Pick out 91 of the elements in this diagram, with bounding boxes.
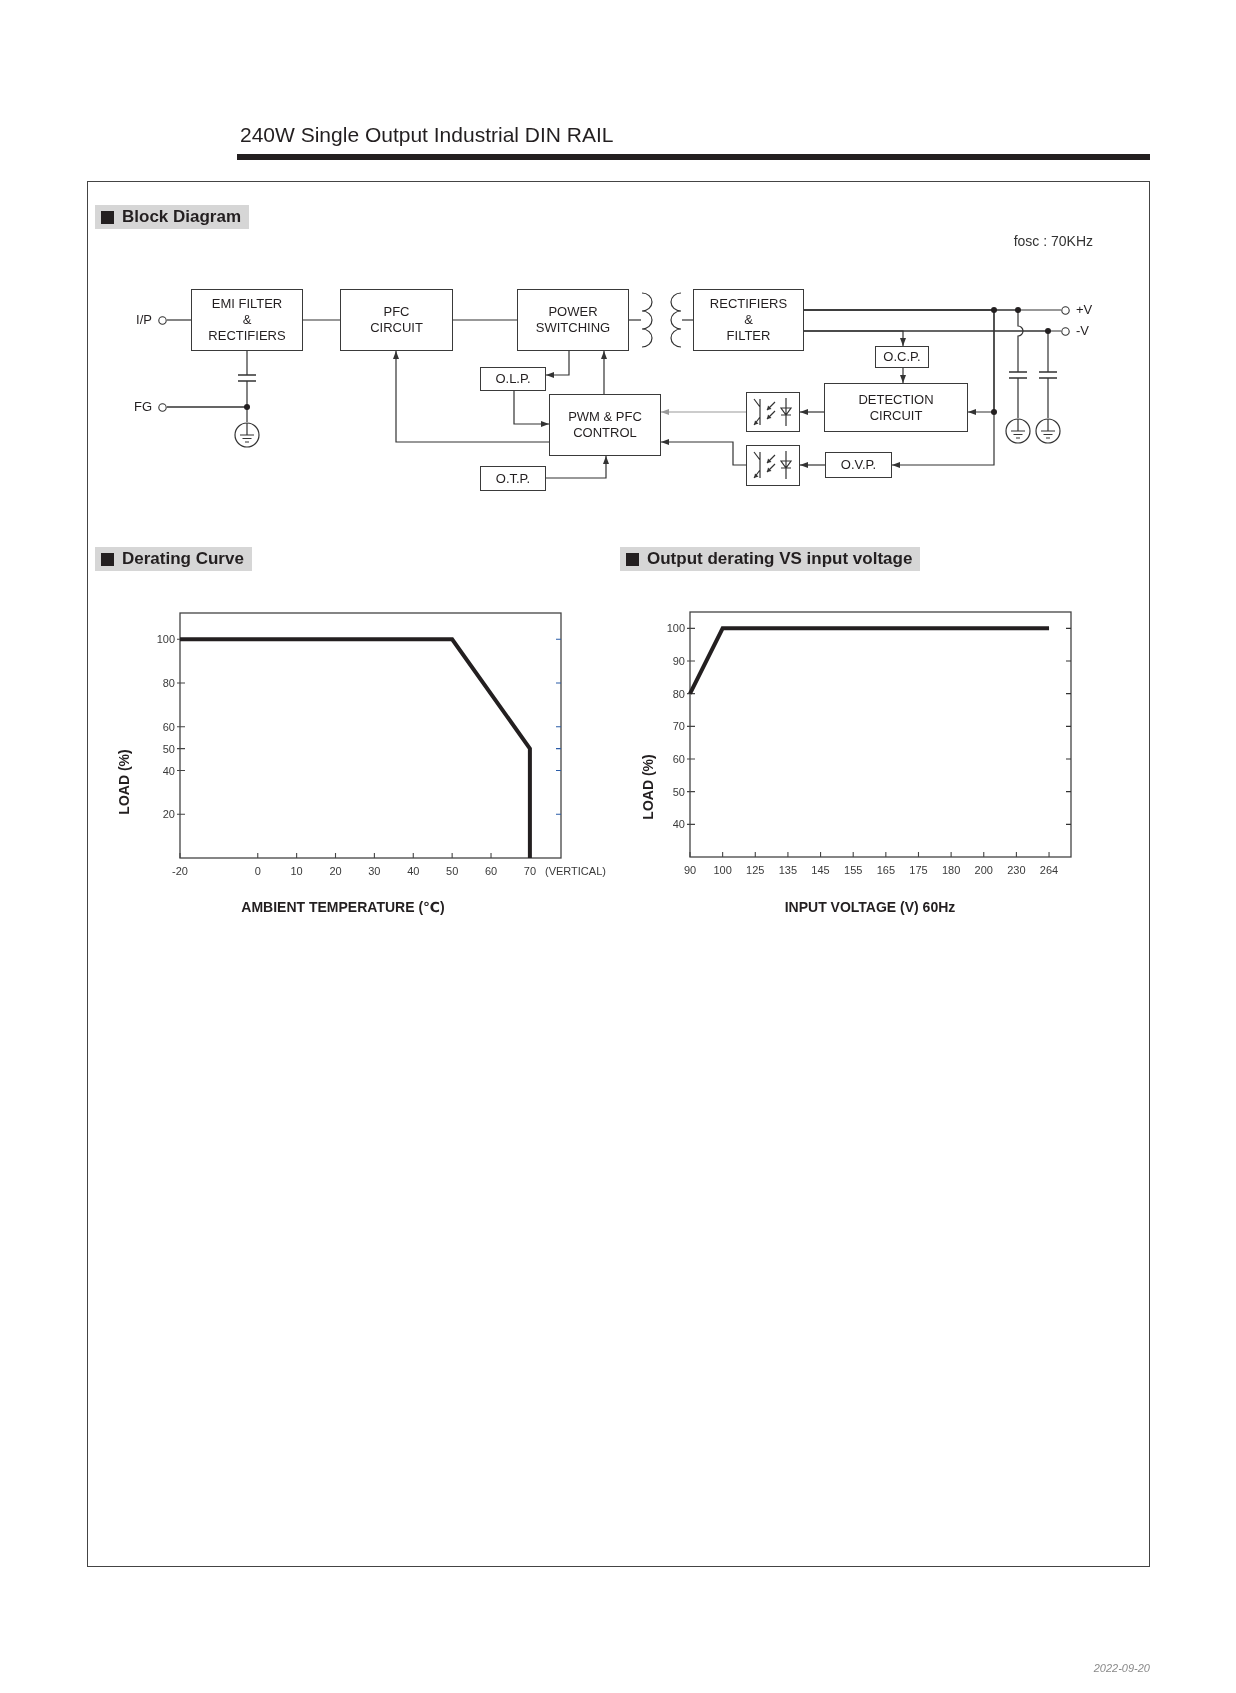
circuit-block [693, 289, 804, 351]
tick-label: 90 [672, 654, 685, 668]
tick-label: -20 [172, 864, 188, 878]
tick-label: 200 [974, 863, 993, 877]
arrow [799, 409, 825, 415]
tick-label: 60 [484, 864, 498, 878]
block-label: POWER SWITCHING [535, 304, 611, 336]
arrow [660, 439, 747, 466]
tick-label: 50 [446, 864, 459, 878]
tick-label: 100 [666, 621, 685, 636]
arrow [601, 350, 607, 395]
circuit-block [480, 466, 546, 491]
circuit-block [517, 289, 629, 351]
connector-line [803, 330, 1049, 419]
tick-label: 80 [672, 686, 685, 701]
arrow [545, 455, 609, 479]
arrow [900, 367, 906, 384]
circuit-block [549, 394, 661, 456]
tick-label: 180 [941, 863, 961, 877]
axis-title: AMBIENT TEMPERATURE (℃) [241, 899, 445, 915]
tick-label: 50 [672, 784, 685, 799]
connector-line [803, 309, 1024, 419]
footer-date: 2022-09-20 [1093, 1661, 1150, 1676]
ground-icon [234, 422, 260, 448]
tick-label: 70 [523, 864, 536, 878]
tick-label: 60 [162, 719, 175, 734]
arrow [660, 409, 747, 415]
block-label: O.V.P. [840, 457, 877, 473]
arrow [513, 390, 550, 427]
tick-label: 10 [290, 864, 303, 878]
axis-note: (VERTICAL) [545, 864, 606, 878]
connector-line [628, 319, 642, 321]
terminal-label: FG [133, 399, 152, 415]
tick-label: 60 [672, 752, 685, 766]
axis-title: LOAD (%) [640, 754, 656, 820]
block-label: O.L.P. [495, 371, 531, 387]
heading-text: Output derating VS input voltage [647, 548, 913, 570]
connector-line [166, 406, 248, 423]
transformer-icon [641, 291, 682, 349]
circuit-block [825, 452, 892, 478]
tick-label: 165 [876, 863, 895, 877]
circuit-block [340, 289, 453, 351]
terminal-label: -V [1076, 323, 1089, 339]
terminal-label: I/P [136, 312, 152, 328]
tick-label: 0 [254, 864, 261, 878]
tick-label: 20 [162, 807, 175, 822]
tick-label: 135 [778, 863, 798, 877]
heading-text: Derating Curve [122, 548, 244, 570]
tick-label: 90 [683, 863, 697, 877]
block-label: RECTIFIERS & FILTER [709, 296, 788, 344]
tick-label: 40 [407, 864, 420, 878]
tick-label: 20 [329, 864, 342, 878]
block-label: PWM & PFC CONTROL [568, 409, 642, 441]
tick-label: 230 [1007, 863, 1026, 877]
tick-label: 125 [746, 863, 765, 877]
arrow [393, 350, 550, 443]
axis-title: LOAD (%) [116, 749, 132, 815]
tick-label: 70 [672, 719, 685, 734]
arrow [799, 462, 826, 468]
connector-line [452, 319, 518, 321]
block-label: EMI FILTER & RECTIFIERS [208, 296, 286, 344]
terminal-label: +V [1076, 302, 1093, 318]
frequency-note: fosc : 70KHz [1013, 232, 1093, 250]
ground-icon [1035, 418, 1061, 444]
ground-icon [1005, 418, 1031, 444]
tick-label: 155 [844, 863, 863, 877]
tick-label: 175 [909, 863, 928, 877]
block-label: DETECTION CIRCUIT [858, 391, 934, 424]
block-label: PFC CIRCUIT [370, 304, 423, 336]
tick-label: 145 [811, 863, 830, 877]
circuit-block [824, 383, 968, 432]
tick-label: 40 [672, 817, 685, 832]
tick-label: 40 [162, 763, 175, 778]
tick-label: 30 [368, 864, 381, 878]
heading-text: Block Diagram [122, 206, 242, 228]
block-label: O.C.P. [883, 349, 921, 365]
tick-label: 100 [156, 632, 175, 647]
block-label: O.T.P. [495, 470, 531, 487]
circuit-block [191, 289, 303, 351]
arrow [545, 350, 570, 378]
circuit-block [875, 346, 929, 368]
tick-label: 80 [162, 676, 175, 690]
tick-label: 100 [713, 863, 732, 877]
page-title: 240W Single Output Industrial DIN RAIL [240, 122, 614, 148]
circuit-block [480, 367, 546, 391]
connector-line [302, 319, 341, 321]
connector-line [681, 319, 694, 321]
connector-line [166, 319, 192, 321]
tick-label: 50 [162, 741, 175, 756]
tick-label: 264 [1039, 863, 1059, 877]
axis-title: INPUT VOLTAGE (V) 60Hz [784, 899, 956, 915]
